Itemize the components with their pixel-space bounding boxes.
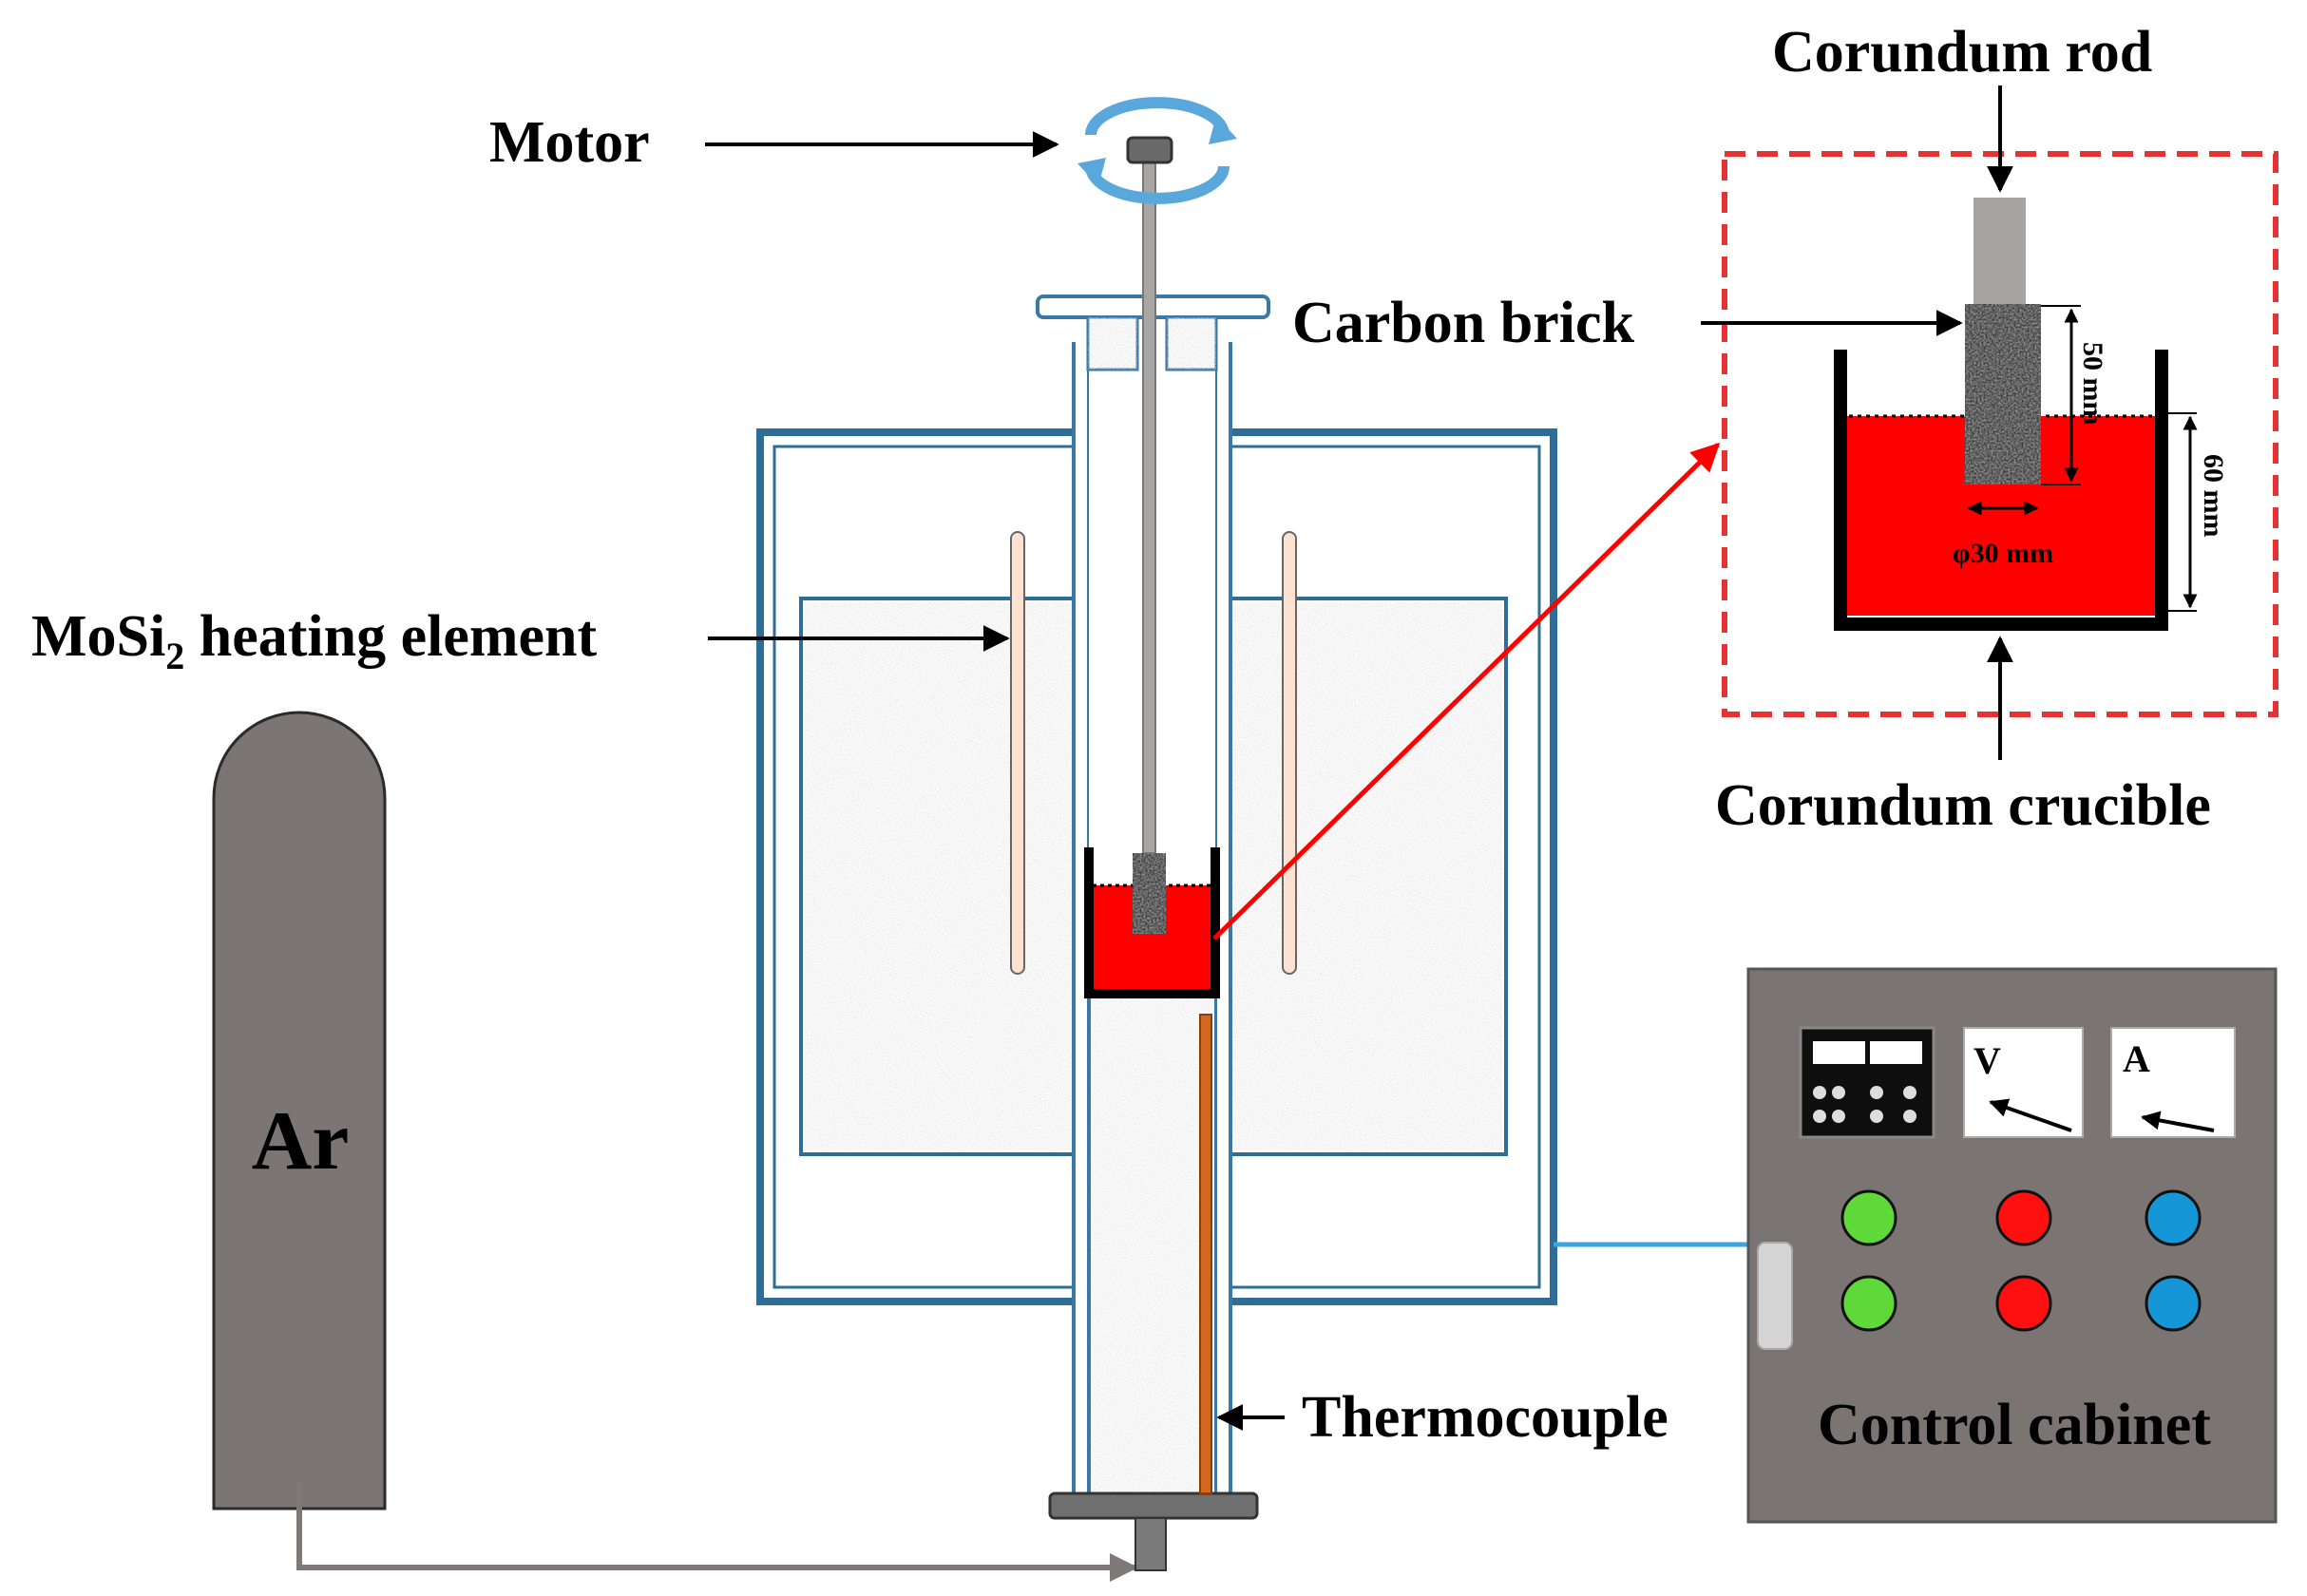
argon-cylinder: Ar [212,711,387,1510]
motor-label: Motor [489,110,650,175]
thermocouple [1199,1014,1212,1494]
thermocouple-label: Thermocouple [1302,1385,1668,1450]
control-cabinet-label: Control cabinet [1818,1393,2211,1457]
ammeter: A [2110,1027,2236,1138]
zoom-arrow [1212,442,1721,940]
voltmeter: V [1963,1027,2084,1138]
control-cabinet: V A Control cabinet [1746,967,2278,1524]
indicator-button [1995,1275,2052,1332]
indicator-button [1840,1275,1897,1332]
motor-icon [1077,97,1237,204]
inset-corundum-rod [1973,198,2026,304]
cabinet-buttons [1840,1189,2202,1332]
heating-element-right [1282,531,1297,975]
indicator-button [1840,1189,1897,1246]
stirring-shaft [1142,159,1156,854]
ammeter-label: A [2123,1037,2150,1080]
heating-element-label: MoSi2 heating element [31,604,597,677]
gas-line [296,1482,1138,1582]
corundum-crucible-label: Corundum crucible [1715,773,2211,838]
voltmeter-label: V [1973,1039,2001,1082]
bottom-flange [1048,1492,1259,1571]
digital-controller [1799,1026,1935,1139]
argon-label: Ar [252,1095,350,1188]
indicator-button [1995,1189,2052,1246]
cabinet-handle [1757,1242,1793,1350]
corundum-rod-label: Corundum rod [1772,20,2152,85]
brick-height-dim: 50 mm [2077,342,2108,425]
zoom-inset: 50 mm 60 mm φ30 mm [1722,151,2278,717]
indicator-button [2145,1189,2202,1246]
tube-filler [1090,996,1215,1494]
inset-crucible [1834,350,2168,631]
melt-depth-dim: 60 mm [2198,454,2229,537]
brick-diameter-dim: φ30 mm [1953,538,2053,569]
indicator-button [2145,1275,2202,1332]
furnace-crucible [1084,847,1220,998]
carbon-brick-label: Carbon brick [1292,291,1635,355]
heating-element-left [1010,531,1025,975]
